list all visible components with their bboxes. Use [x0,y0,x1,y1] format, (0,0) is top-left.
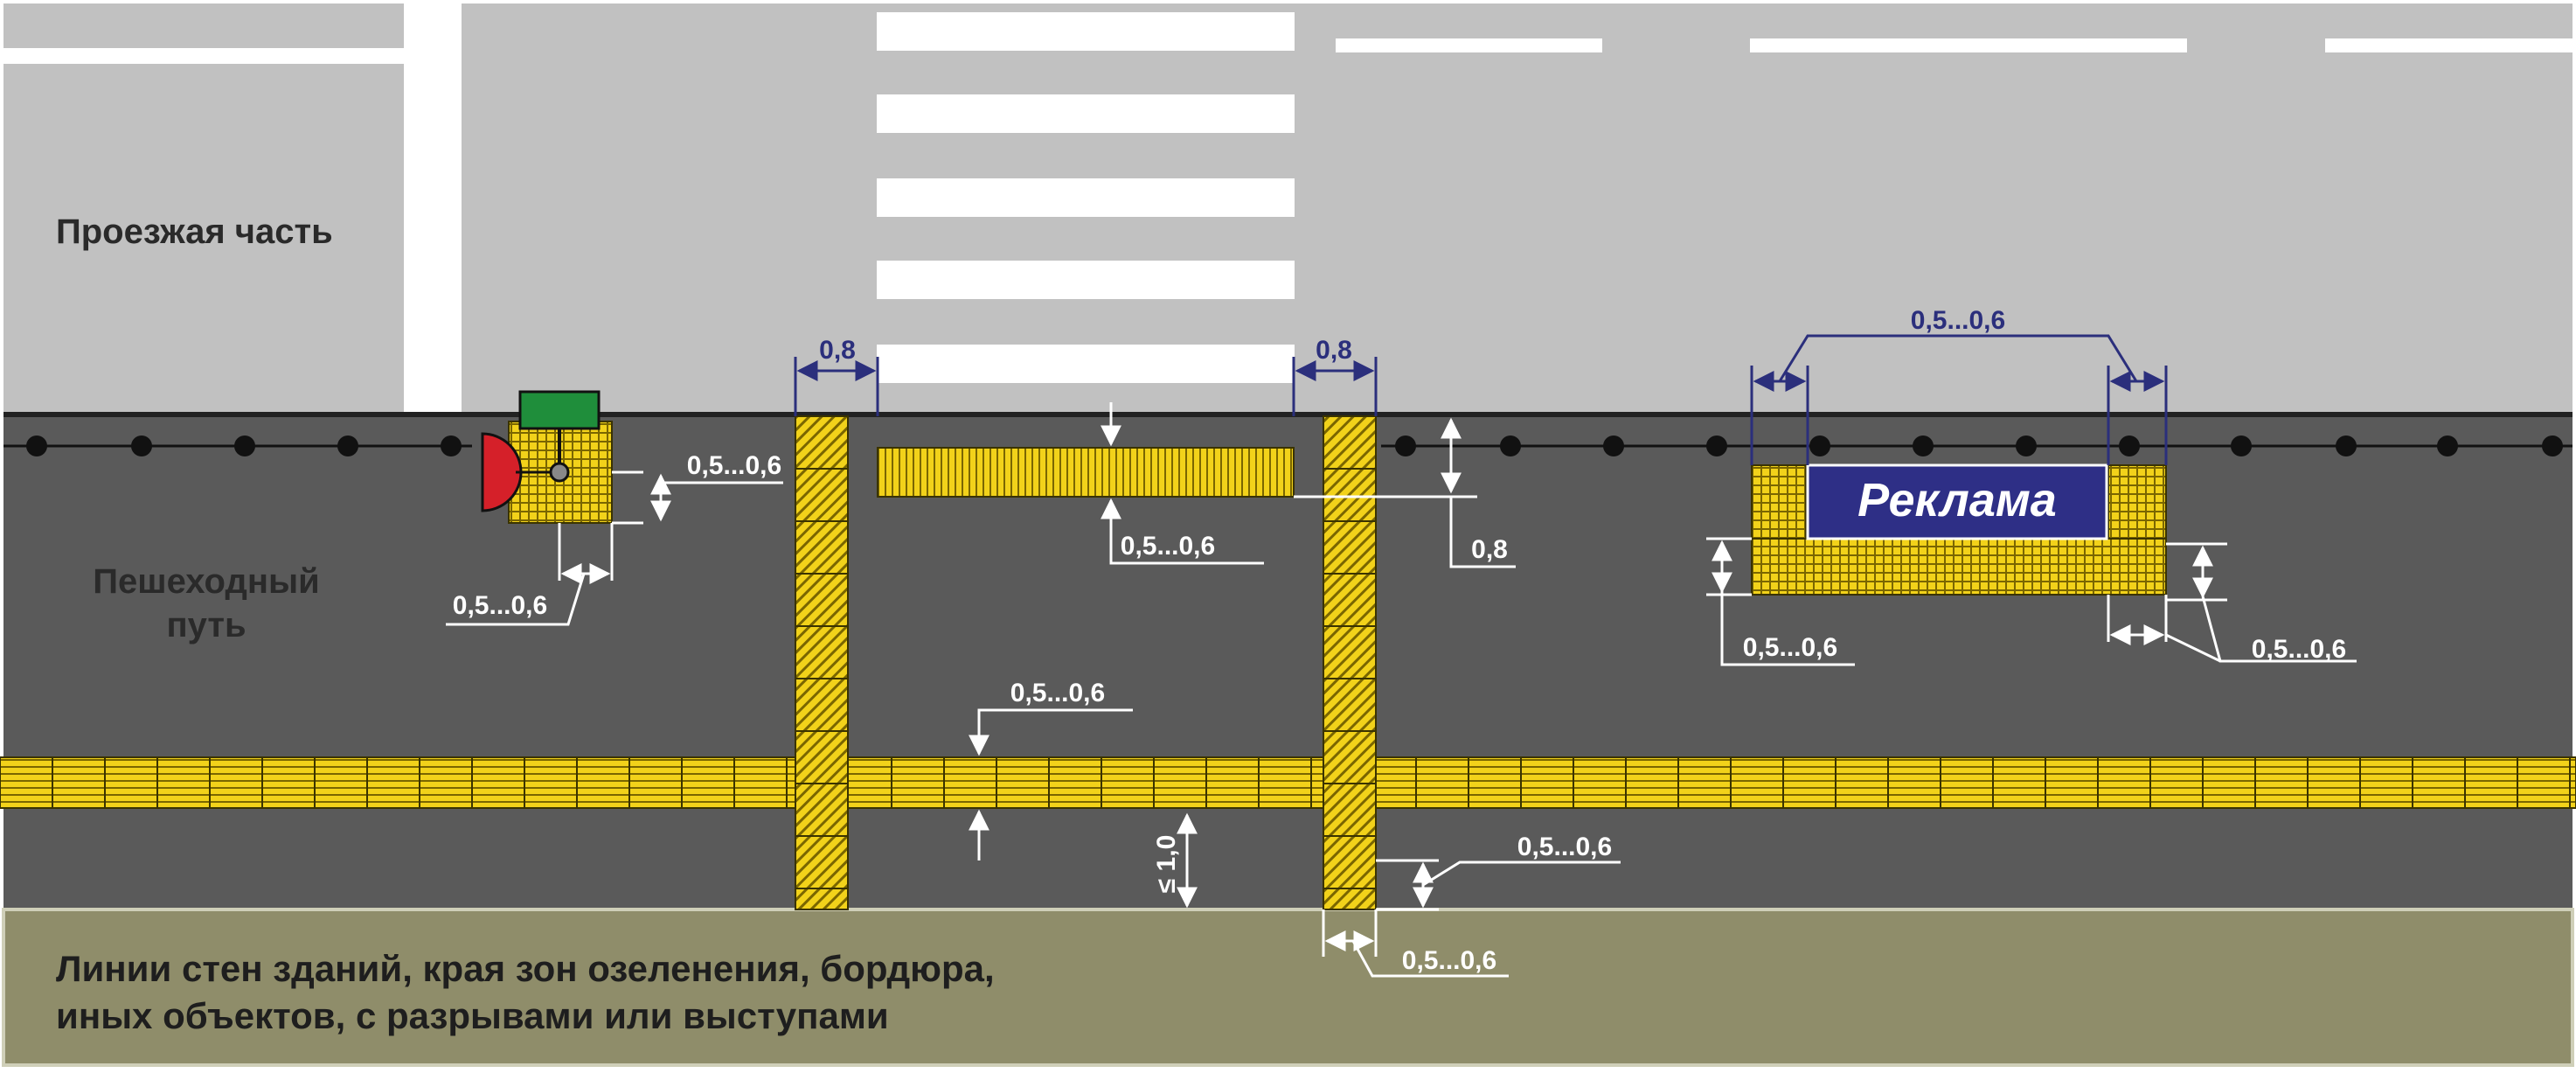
dim-label-light-horizontal: 0,5...0,6 [453,591,547,620]
dim-label-billboard-right: 0,5...0,6 [2252,635,2346,664]
wall-zone-label-line1: Линии стен зданий, края зон озеленения, … [56,948,995,989]
stripe-tiles [795,468,1376,889]
dim-label-crossing-right: 0,8 [1316,336,1352,365]
building-wall-zone [2,908,2574,1067]
dim-label-crossing-left: 0,8 [819,336,856,365]
dim-label-guide-strip: 0,5...0,6 [1010,679,1105,707]
zebra-crossing [877,12,1295,383]
dim-crossing-left [794,357,879,416]
dim-label-curb-band: 0,5...0,6 [1121,532,1215,561]
tactile-stripe-right [1323,415,1377,910]
wall-zone-label-line2: иных объектов, с разрывами или выступами [56,995,889,1036]
dim-label-light-vertical: 0,5...0,6 [687,451,781,480]
sidewalk-label-line2: путь [166,606,246,644]
tactile-guide-strip [0,756,2576,809]
dim-white-labels: 0,5...0,6 0,8 0,5...0,6 0,5...0,6 0,5...… [453,451,2346,975]
roadway-label: Проезжая часть [56,213,333,251]
dim-label-curb-offset: 0,8 [1471,535,1508,564]
dim-white-lines [446,402,2357,978]
tactile-warning-band-crossing [877,447,1295,498]
sidewalk-label-line1: Пешеходный [93,562,320,601]
billboard-tactile-surround [1751,464,2167,596]
dim-label-billboard-side: 0,5...0,6 [1911,306,2005,335]
dim-label-wall-distance: ≤ 1,0 [1152,835,1181,894]
pedestrian-traffic-light-icon [481,390,601,512]
dim-crossing-right [1292,357,1378,416]
dim-label-billboard-left: 0,5...0,6 [1743,633,1837,662]
dim-label-stripe-gap: 0,5...0,6 [1517,833,1612,861]
road-markings [0,3,2573,413]
billboard-label: Реклама [1857,474,2057,526]
billboard-sign [1806,463,2108,540]
dim-billboard-side [1750,334,2168,465]
tactile-stripe-left [795,415,849,910]
dim-label-stripe-wall: 0,5...0,6 [1402,946,1496,975]
curb-bollards [3,435,2573,456]
